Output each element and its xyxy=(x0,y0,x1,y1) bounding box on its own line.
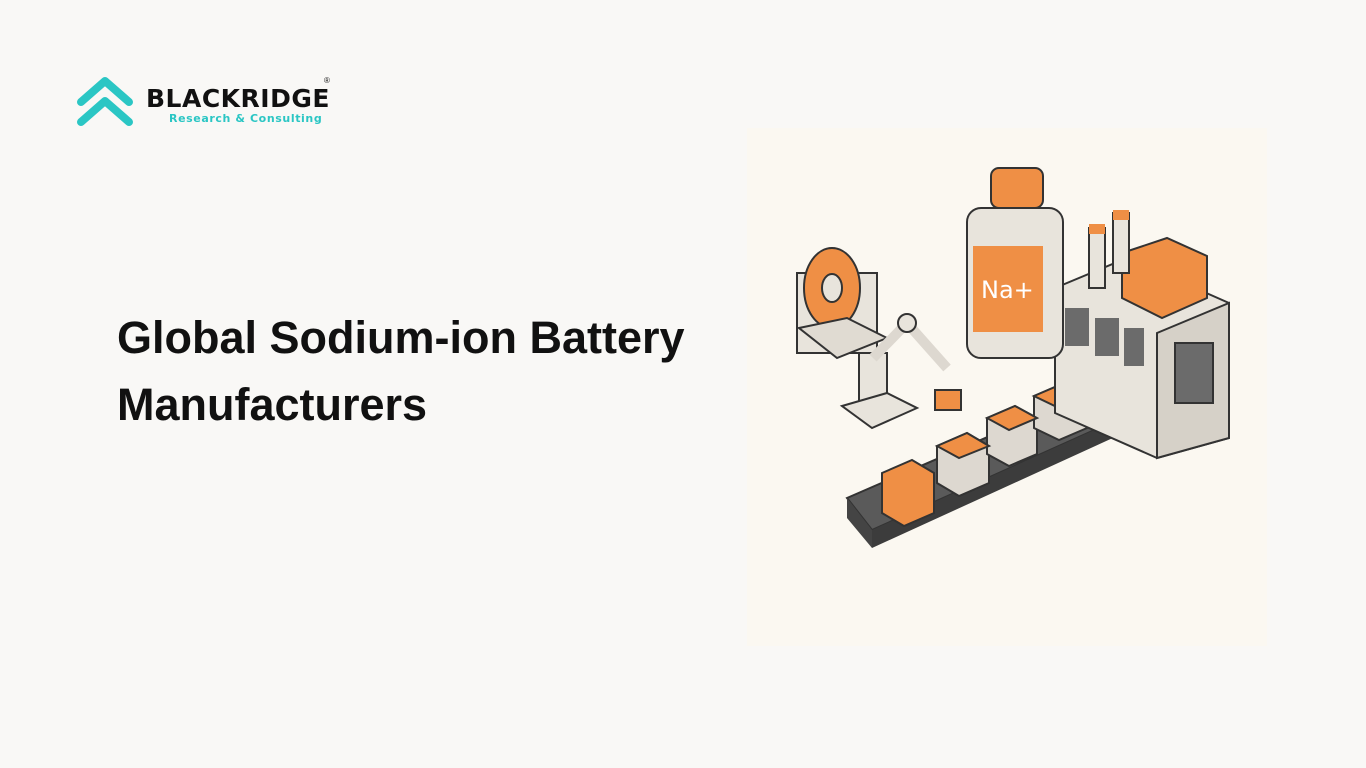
sodium-bottle: Na+ xyxy=(966,167,1064,359)
page-title: Global Sodium-ion Battery Manufacturers xyxy=(117,304,685,438)
registered-mark: ® xyxy=(324,76,330,85)
machine xyxy=(1054,210,1230,460)
spool-roller xyxy=(796,247,890,360)
title-line-2: Manufacturers xyxy=(117,379,428,430)
brand-name: BLACKRIDGE xyxy=(146,84,330,113)
sodium-label: Na+ xyxy=(981,276,1034,304)
title-line-1: Global Sodium-ion Battery xyxy=(117,312,685,363)
chevron-logo-icon xyxy=(77,77,133,126)
battery-factory-illustration: Na+ xyxy=(747,128,1267,646)
robot-arm xyxy=(839,313,962,430)
brand-tagline: Research & Consulting xyxy=(169,112,323,125)
company-logo: BLACKRIDGE ® Research & Consulting xyxy=(76,76,336,130)
